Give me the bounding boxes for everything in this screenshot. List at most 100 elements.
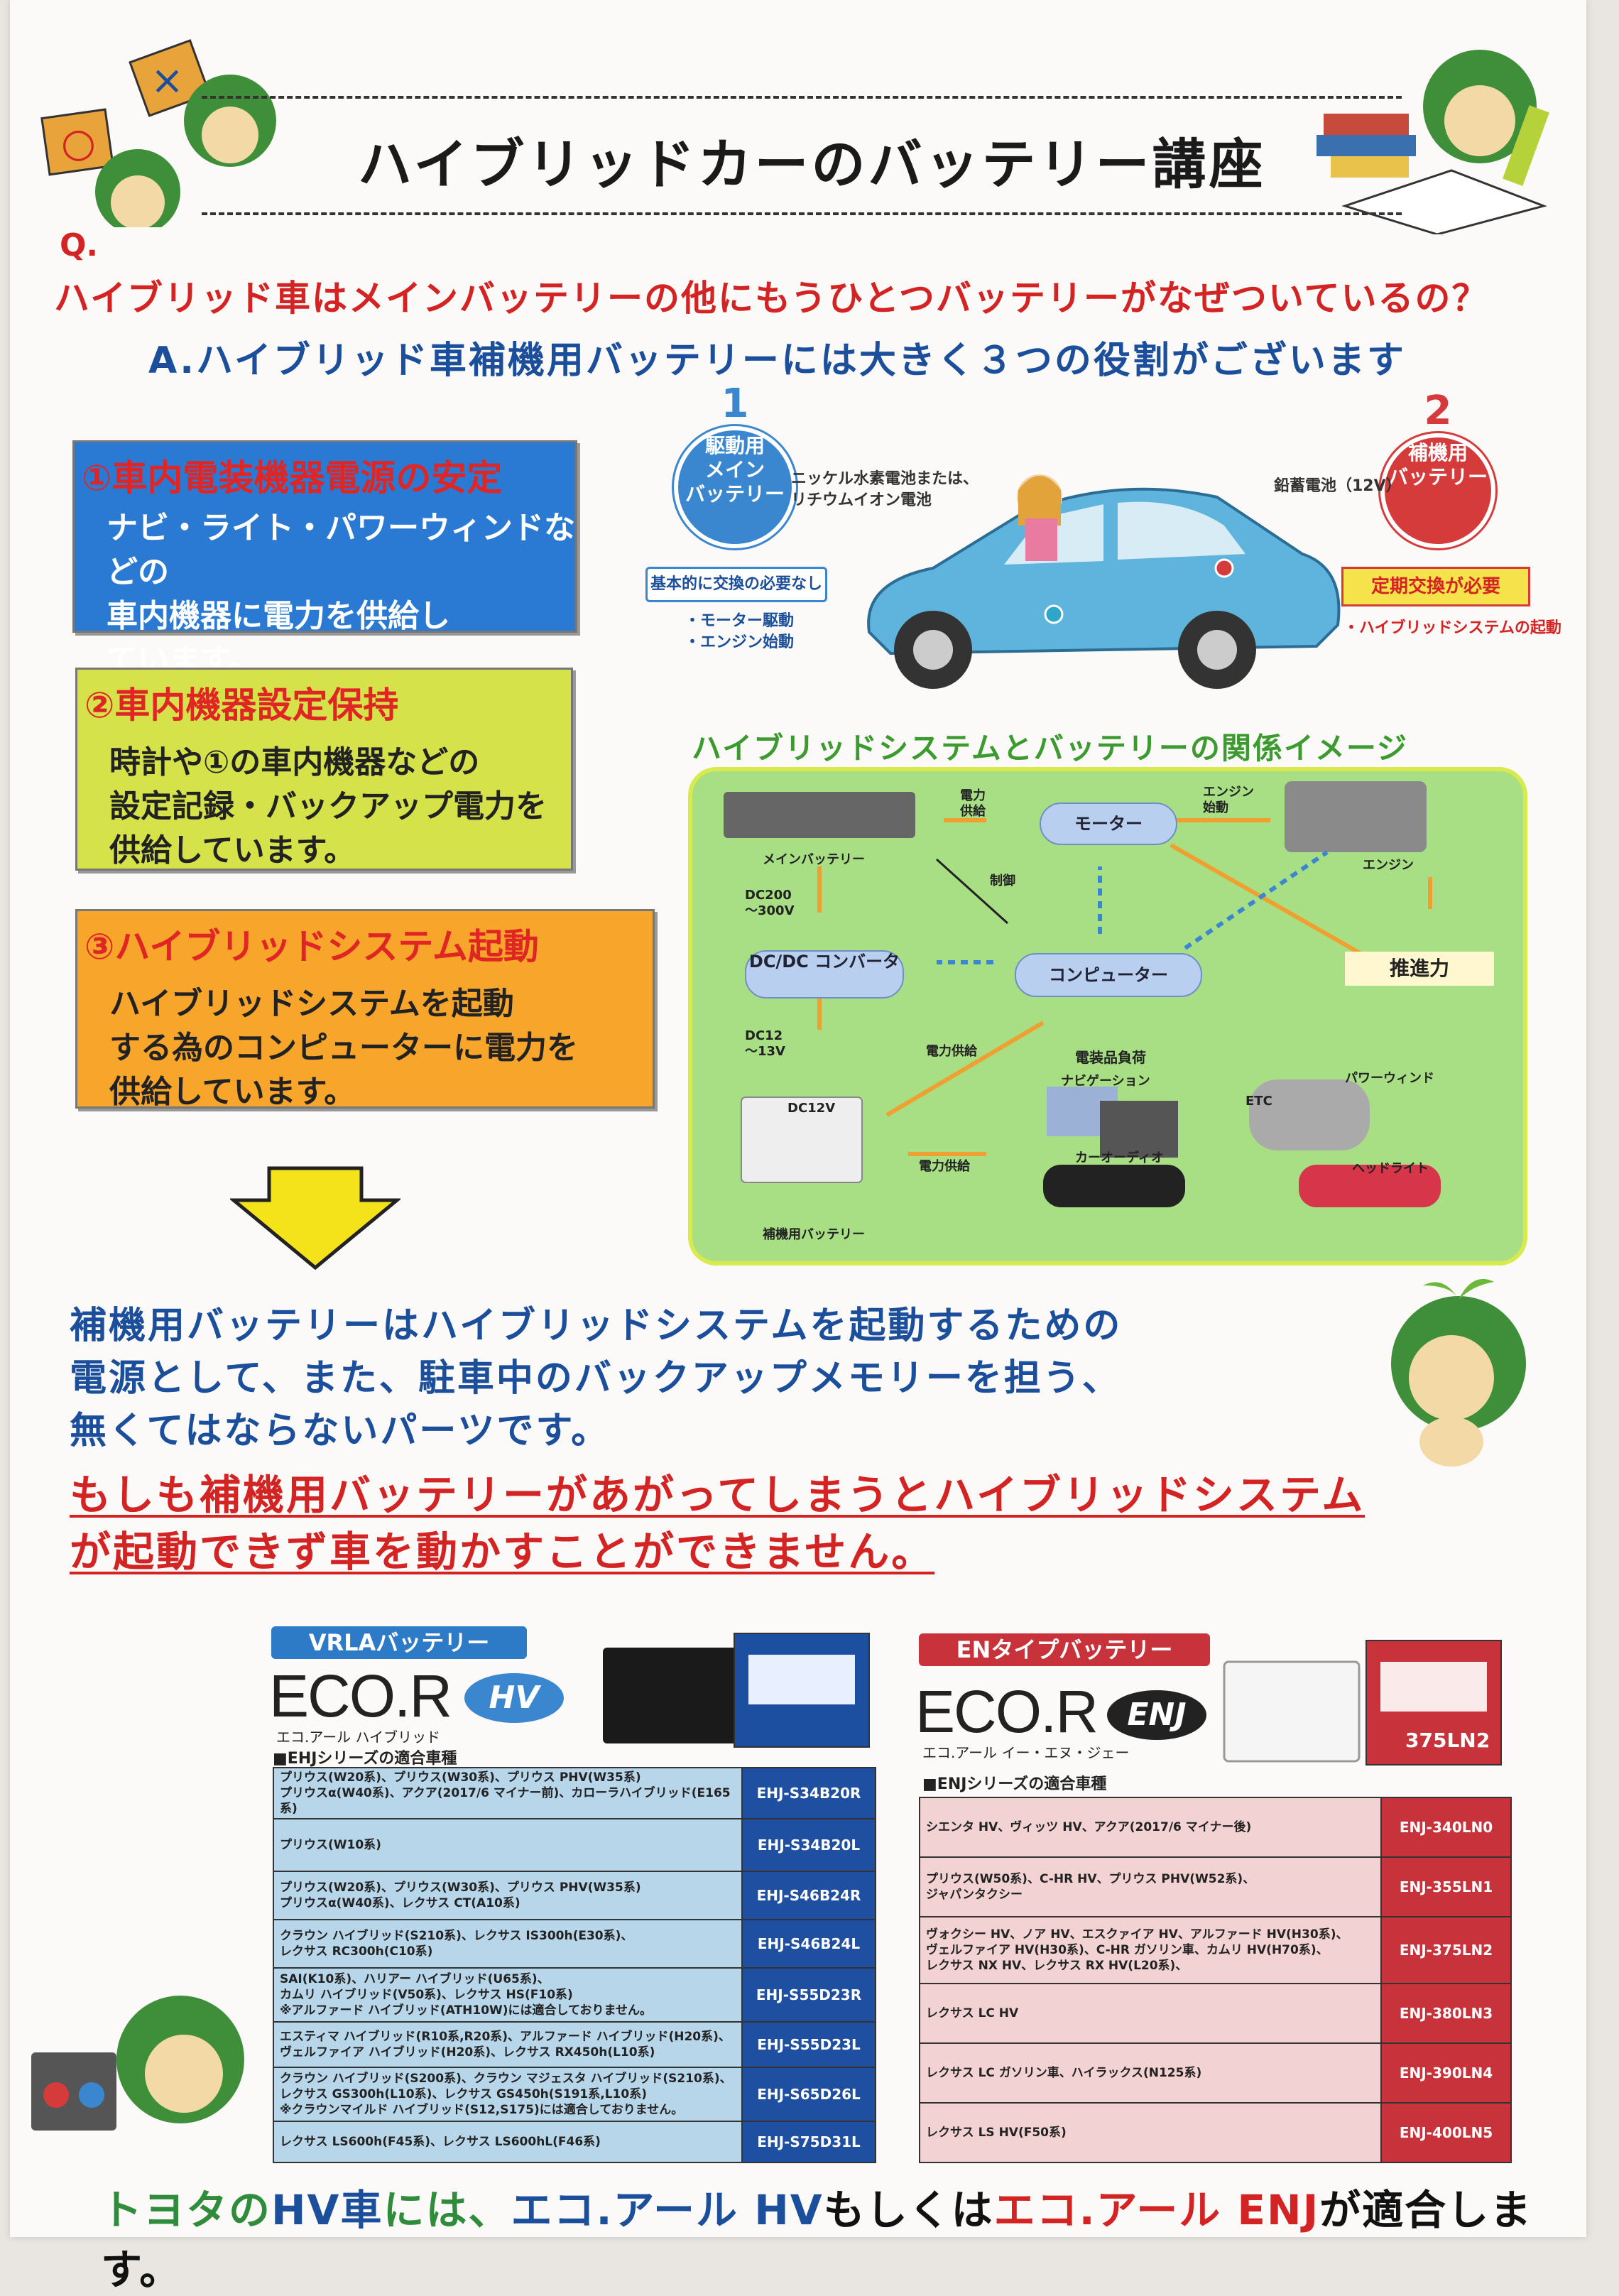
- propulsion-node: 推進力: [1345, 952, 1494, 986]
- role-1-box: ①車内電装機器電源の安定 ナビ・ライト・パワーウィンドなどの 車内機器に電力を供…: [72, 440, 577, 678]
- mascot-reading-illustration: [1317, 50, 1549, 234]
- table-cell: レクサス LS HV(F50系): [919, 2102, 1382, 2163]
- car-audio-label: カーオーディオ: [1075, 1150, 1164, 1165]
- aux-battery-type: 鉛蓄電池（12V）: [1274, 477, 1402, 495]
- model-cell: EHJ-S34B20R: [741, 1767, 876, 1819]
- warning-text: もしも補機用バッテリーがあがってしまうとハイブリッドシステム が起動できず車を動…: [70, 1471, 1365, 1576]
- model-cell: EHJ-S75D31L: [741, 2121, 876, 2163]
- model-cell: ENJ-380LN3: [1380, 1983, 1512, 2044]
- table-row: クラウン ハイブリッド(S210系)、レクサス IS300h(E30系)、 レク…: [273, 1919, 876, 1969]
- en-list-heading: ■ENJシリーズの適合車種: [922, 1775, 1107, 1793]
- car-illustration: [867, 474, 1341, 689]
- summary-text: 補機用バッテリーはハイブリッドシステムを起動するための 電源として、また、駐車中…: [70, 1305, 1123, 1452]
- table-row: レクサス LS600h(F45系)、レクサス LS600hL(F46系)EHJ-…: [273, 2121, 876, 2163]
- vrla-logo: ECO.R: [269, 1663, 452, 1729]
- question-text: ハイブリッド車はメインバッテリーの他にもうひとつバッテリーがなぜついているの？: [54, 278, 1489, 319]
- table-row: レクサス LS HV(F50系)ENJ-400LN5: [919, 2102, 1512, 2163]
- table-row: エスティマ ハイブリッド(R10系,R20系)、アルファード ハイブリッド(H2…: [273, 2021, 876, 2068]
- table-cell: レクサス LS600h(F45系)、レクサス LS600hL(F46系): [273, 2121, 743, 2163]
- model-cell: EHJ-S46B24R: [741, 1871, 876, 1920]
- role-2-box: ②車内機器設定保持 時計や①の車内機器などの 設定記録・バックアップ電力を 供給…: [75, 668, 573, 871]
- main-battery-uses: ・モーター駆動 ・エンジン始動: [685, 612, 795, 651]
- en-compatibility-table: シエンタ HV、ヴィッツ HV、アクア(2017/6 マイナー後)ENJ-340…: [919, 1797, 1512, 2163]
- en-battery-box-label: 375LN2: [1405, 1729, 1490, 1752]
- aux-battery-use: ・ハイブリッドシステムの起動: [1343, 619, 1561, 637]
- footer-part: には、: [383, 2186, 511, 2234]
- table-row: プリウス(W20系)、プリウス(W30系)、プリウス PHV(W35系) プリウ…: [273, 1767, 876, 1819]
- main-battery-type: ニッケル水素電池または、 リチウムイオン電池: [791, 470, 979, 509]
- power-supply-to-load-label: 電力供給: [919, 1159, 970, 1174]
- footer-part: エコ.アール HV: [511, 2186, 824, 2234]
- circle-sign: ○: [61, 120, 96, 166]
- vrla-battery-illustration: [603, 1633, 870, 1748]
- table-cell: プリウス(W10系): [273, 1818, 743, 1872]
- table-row: プリウス(W10系)EHJ-S34B20L: [273, 1818, 876, 1872]
- worried-mascot-illustration: [1391, 1278, 1526, 1467]
- table-cell: レクサス LC ガソリン車、ハイラックス(N125系): [919, 2042, 1382, 2104]
- table-cell: レクサス LC HV: [919, 1983, 1382, 2044]
- aux-battery-label: 補機用 バッテリー: [1388, 441, 1488, 489]
- footer-part: もしくは: [823, 2186, 994, 2234]
- etc-label: ETC: [1245, 1094, 1272, 1109]
- vrla-logo-sub: エコ.アール ハイブリッド: [276, 1729, 441, 1746]
- dc12-13-label: DC12 〜13V: [745, 1028, 785, 1059]
- mascots-with-signs-illustration: ○ ×: [40, 39, 276, 227]
- headlight-label: ヘッドライト: [1352, 1161, 1429, 1176]
- control-label: 制御: [990, 874, 1015, 888]
- load-title: 電装品負荷: [1075, 1049, 1146, 1066]
- aux-battery-badge: 2 補機用 バッテリー: [1380, 388, 1495, 548]
- vrla-compatibility-table: プリウス(W20系)、プリウス(W30系)、プリウス PHV(W35系) プリウ…: [273, 1767, 876, 2163]
- table-cell: プリウス(W50系)、C-HR HV、プリウス PHV(W52系)、 ジャパンタ…: [919, 1856, 1382, 1917]
- navigation-label: ナビゲーション: [1061, 1074, 1150, 1089]
- table-row: プリウス(W50系)、C-HR HV、プリウス PHV(W52系)、 ジャパンタ…: [919, 1856, 1512, 1917]
- role-3-body: ハイブリッドシステムを起動 する為のコンピューターに電力を 供給しています。: [109, 986, 578, 1110]
- table-row: クラウン ハイブリッド(S200系)、クラウン マジェスタ ハイブリッド(S21…: [273, 2067, 876, 2122]
- table-cell: SAI(K10系)、ハリアー ハイブリッド(U65系)、 カムリ ハイブリッド(…: [273, 1967, 743, 2023]
- cross-sign: ×: [151, 58, 184, 104]
- hv-badge: HV: [464, 1673, 564, 1723]
- main-battery-caption: メインバッテリー: [763, 852, 865, 867]
- system-diagram-title: ハイブリッドシステムとバッテリーの関係イメージ: [692, 731, 1409, 766]
- table-cell: エスティマ ハイブリッド(R10系,R20系)、アルファード ハイブリッド(H2…: [273, 2021, 743, 2068]
- table-row: シエンタ HV、ヴィッツ HV、アクア(2017/6 マイナー後)ENJ-340…: [919, 1797, 1512, 1858]
- aux-battery-tag: 定期交換が必要: [1341, 567, 1530, 606]
- engine-caption: エンジン: [1363, 858, 1414, 873]
- table-cell: クラウン ハイブリッド(S200系)、クラウン マジェスタ ハイブリッド(S21…: [273, 2067, 743, 2122]
- motor-node: モーター: [1040, 802, 1177, 845]
- model-cell: ENJ-400LN5: [1380, 2102, 1512, 2163]
- poster: ○ × ハイブリッドカーのバッテリー講座 Q. ハイブリッド車はメインバッテリー…: [10, 0, 1586, 2294]
- footer-part: エコ.アール ENJ: [993, 2186, 1320, 2234]
- question-mark: Q.: [60, 227, 99, 263]
- main-battery-number: 1: [721, 381, 749, 427]
- main-battery-badge: 1 駆動用 メイン バッテリー: [674, 381, 796, 548]
- role-2-body: 時計や①の車内機器などの 設定記録・バックアップ電力を 供給しています。: [109, 744, 547, 869]
- footer-text: トヨタのHV車には、エコ.アール HVもしくはエコ.アール ENJが適合します。: [101, 2177, 1586, 2296]
- table-row: プリウス(W20系)、プリウス(W30系)、プリウス PHV(W35系) プリウ…: [273, 1871, 876, 1920]
- model-cell: ENJ-340LN0: [1380, 1797, 1512, 1858]
- answer-text: A.ハイブリッド車補機用バッテリーには大きく３つの役割がございます: [148, 339, 1406, 382]
- aux-battery-caption: 補機用バッテリー: [763, 1227, 865, 1242]
- vrla-ribbon: VRLAバッテリー: [271, 1626, 527, 1659]
- power-supply-label: 電力 供給: [960, 788, 986, 819]
- model-cell: EHJ-S55D23L: [741, 2021, 876, 2068]
- role-1-body: ナビ・ライト・パワーウィンドなどの 車内機器に電力を供給し ています。: [107, 510, 575, 678]
- table-cell: シエンタ HV、ヴィッツ HV、アクア(2017/6 マイナー後): [919, 1797, 1382, 1858]
- role-3-heading: ③ハイブリッドシステム起動: [85, 926, 539, 967]
- dcdc-converter-node: DC/DC コンバータ: [745, 950, 904, 999]
- model-cell: ENJ-390LN4: [1380, 2042, 1512, 2104]
- model-cell: EHJ-S34B20L: [741, 1818, 876, 1872]
- power-window-label: パワーウィンド: [1345, 1071, 1434, 1086]
- engine-start-label: エンジン 始動: [1203, 785, 1254, 815]
- model-cell: ENJ-375LN2: [1380, 1916, 1512, 1984]
- model-cell: EHJ-S46B24L: [741, 1919, 876, 1969]
- role-3-box: ③ハイブリッドシステム起動 ハイブリッドシステムを起動 する為のコンピューターに…: [75, 909, 655, 1110]
- en-logo-sub: エコ.アール イー・エヌ・ジェー: [922, 1744, 1130, 1761]
- footer-part: HV車: [271, 2186, 383, 2234]
- role-1-heading: ①車内電装機器電源の安定: [82, 457, 503, 499]
- en-ribbon: ENタイプバッテリー: [919, 1633, 1210, 1666]
- model-cell: EHJ-S65D26L: [741, 2067, 876, 2122]
- down-arrow-icon: [230, 1166, 400, 1271]
- aux-battery-number: 2: [1424, 388, 1452, 434]
- page-title: ハイブリッドカーのバッテリー講座: [358, 133, 1266, 196]
- table-cell: クラウン ハイブリッド(S210系)、レクサス IS300h(E30系)、 レク…: [273, 1919, 743, 1969]
